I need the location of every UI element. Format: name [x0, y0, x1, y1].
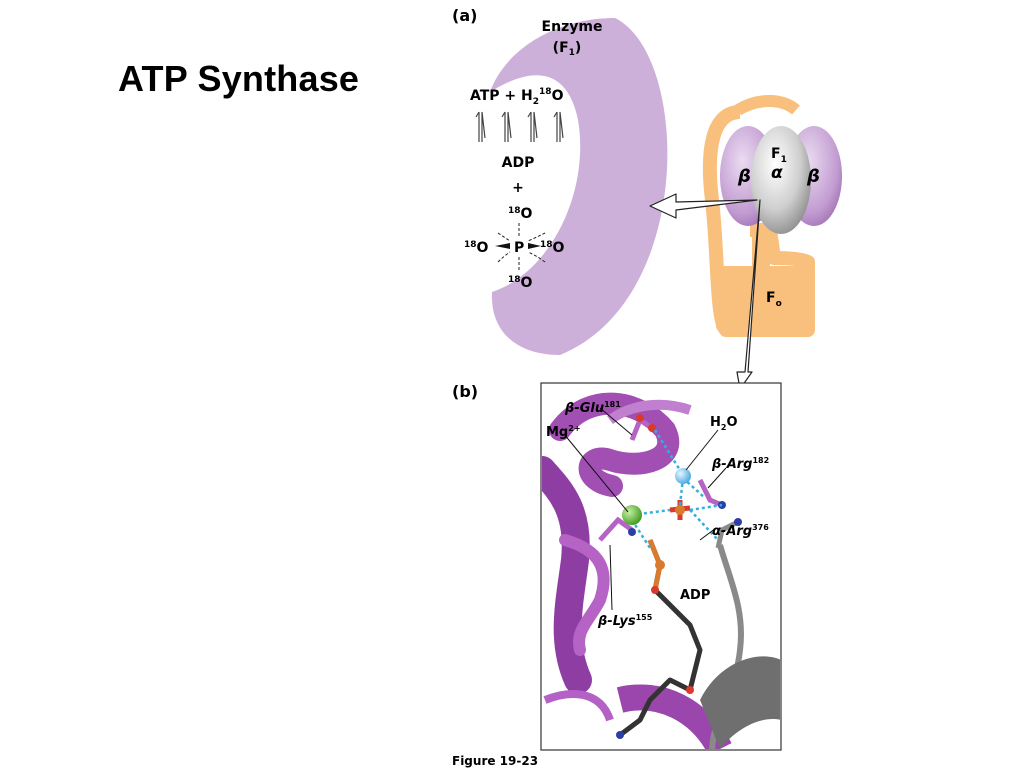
- glu-label: β-Glu: [564, 401, 604, 416]
- alpha-subunit: [751, 126, 811, 234]
- svg-text:18O: 18O: [464, 240, 489, 256]
- pointer-arrow-to-crescent: [649, 193, 758, 219]
- svg-text:H2O: H2O: [710, 415, 738, 432]
- enzyme-label: Enzyme: [542, 19, 603, 35]
- reaction-o-sup: 18: [539, 87, 552, 97]
- svg-text:Fo: Fo: [766, 290, 782, 309]
- svg-text:α-Arg376: α-Arg376: [712, 523, 769, 539]
- enzyme-subunit-sub: 1: [569, 48, 575, 58]
- enzyme-f1-crescent: [490, 18, 668, 355]
- fo-label: F: [766, 290, 776, 306]
- svg-text:18O: 18O: [508, 206, 533, 222]
- svg-text:F1: F1: [771, 146, 787, 165]
- atp-synthase-complex: β β F1 α Fo: [702, 95, 842, 337]
- arg182-label: β-Arg: [711, 457, 752, 472]
- product-adp: ADP: [502, 155, 535, 171]
- beta-label-right: β: [806, 166, 820, 187]
- svg-text:(F1): (F1): [553, 40, 582, 58]
- phosphate-p: P: [514, 240, 524, 256]
- arg376-label: α-Arg: [712, 524, 752, 539]
- enzyme-subunit: F: [559, 40, 569, 56]
- lys-label: β-Lys: [597, 614, 636, 629]
- fo-subunit: [716, 266, 810, 332]
- water-label: H: [710, 415, 721, 430]
- reaction-h-sub: 2: [533, 97, 539, 107]
- reaction-o: O: [552, 88, 564, 104]
- figure-caption: Figure 19-23: [452, 754, 539, 768]
- svg-text:Mg2+: Mg2+: [546, 424, 581, 440]
- f1-label: F: [771, 146, 781, 162]
- slide-title: ATP Synthase: [118, 58, 360, 99]
- svg-text:ATP + H218O: ATP + H218O: [470, 87, 564, 107]
- svg-text:β-Lys155: β-Lys155: [597, 613, 653, 629]
- beta-label-left: β: [737, 166, 751, 187]
- equilibrium-arrows: [475, 111, 564, 142]
- panel-b-label: (b): [452, 382, 479, 401]
- phosphate-structure: 18O 18O 18O 18O P: [464, 206, 565, 291]
- product-plus: +: [512, 180, 524, 196]
- water-molecule: [675, 468, 691, 484]
- mg-label: Mg: [546, 425, 568, 440]
- svg-text:18O: 18O: [508, 275, 533, 291]
- svg-text:18O: 18O: [540, 240, 565, 256]
- svg-text:β-Glu181: β-Glu181: [564, 400, 621, 416]
- alpha-label: α: [771, 163, 783, 183]
- panel-a-label: (a): [452, 6, 478, 25]
- svg-text:β-Arg182: β-Arg182: [711, 456, 769, 472]
- adp-label: ADP: [680, 588, 710, 603]
- reaction-atp: ATP + H: [470, 88, 533, 104]
- protein-structure: [542, 392, 780, 749]
